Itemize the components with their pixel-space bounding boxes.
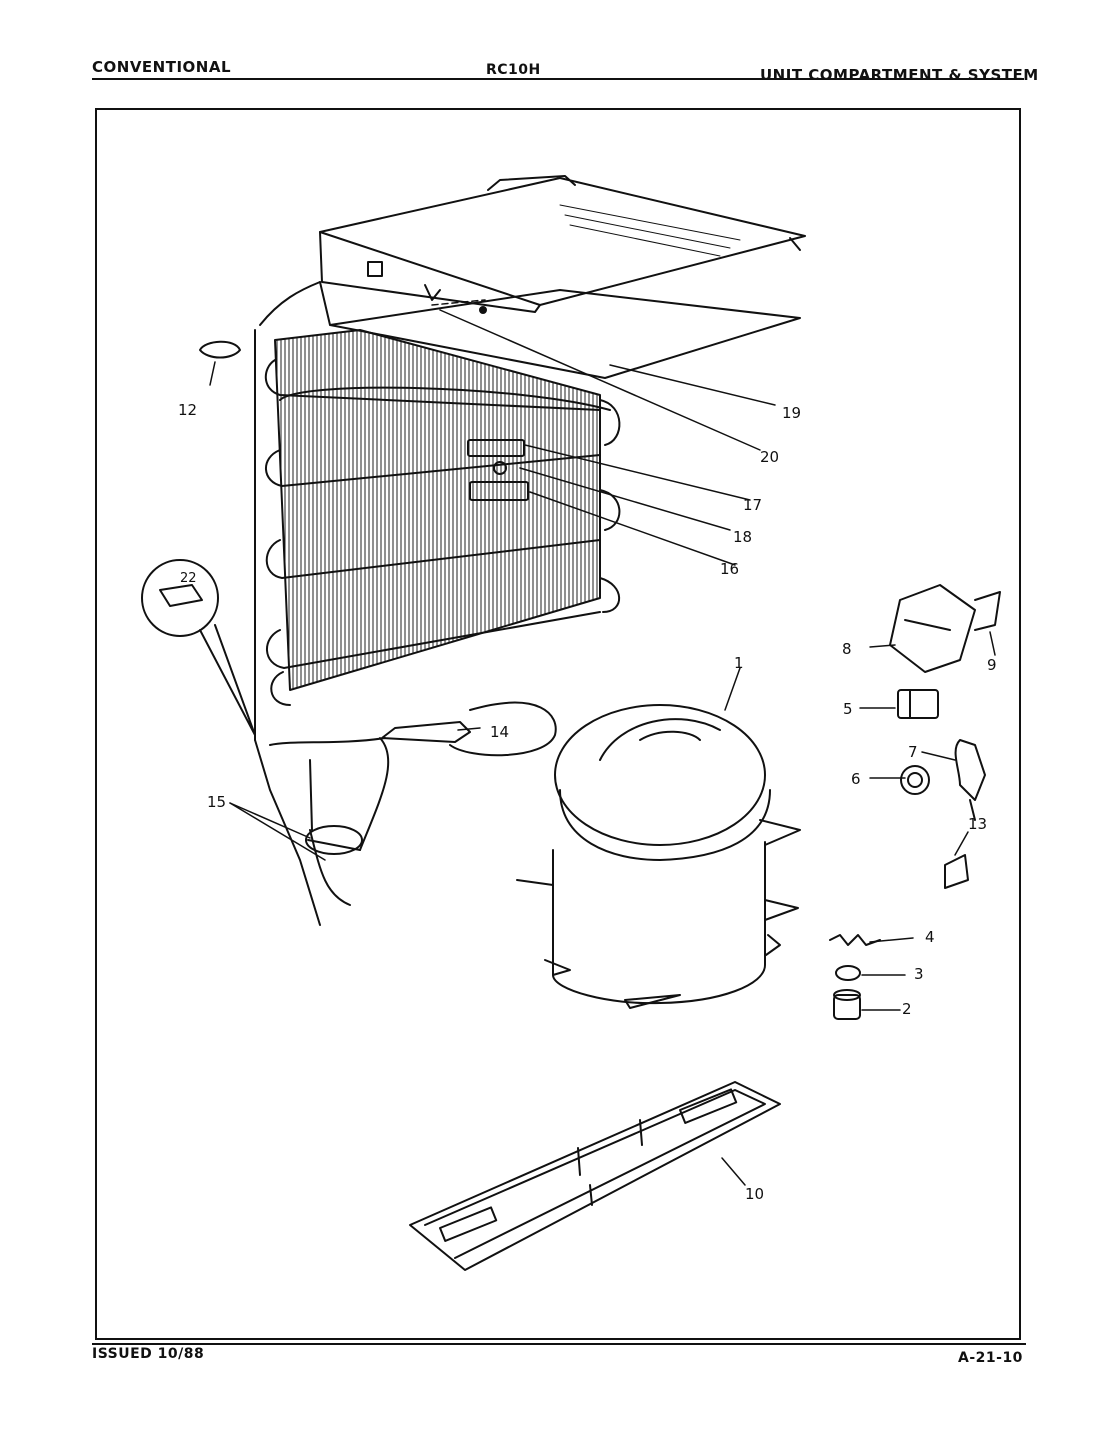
base-pan-item-10 [409, 1081, 781, 1271]
clamp-item-15 [305, 825, 363, 855]
callout-16: 16 [720, 560, 739, 578]
callout-5: 5 [843, 700, 853, 718]
callout-19: 19 [782, 404, 801, 422]
callout-20: 20 [760, 448, 779, 466]
footer-rule [92, 1343, 1026, 1345]
bracket-item-13 [944, 854, 969, 889]
footer-page-code: A-21-10 [958, 1350, 1023, 1366]
grommet-item-12 [199, 340, 241, 359]
callout-8: 8 [842, 640, 852, 658]
callout-12: 12 [178, 401, 197, 419]
drier-and-lines [254, 701, 557, 926]
callout-18: 18 [733, 528, 752, 546]
callout-7: 7 [908, 743, 918, 761]
header-model-number: RC10H [486, 62, 541, 78]
callout-2: 2 [902, 1000, 912, 1018]
header-rule [92, 78, 1024, 80]
grommet-item-2 [833, 989, 861, 1020]
compressor [516, 704, 801, 1009]
clip-item-7 [954, 739, 986, 821]
callout-13: 13 [968, 815, 987, 833]
bracket-parts [467, 439, 529, 501]
footer-issued: ISSUED 10/88 [92, 1346, 205, 1362]
overload-item-6 [900, 765, 930, 795]
header-left-title: CONVENTIONAL [92, 58, 232, 76]
callout-3: 3 [914, 965, 924, 983]
callout-22: 22 [180, 571, 197, 586]
spring-clip-item-4 [829, 934, 881, 946]
relay-cover-item-8 [889, 584, 1001, 673]
grommet-item-3 [835, 965, 861, 981]
callout-17: 17 [743, 496, 762, 514]
callout-9: 9 [987, 656, 997, 674]
relay-item-5 [897, 689, 939, 719]
leader-lines [209, 309, 996, 1186]
callout-15: 15 [207, 793, 226, 811]
callout-1: 1 [734, 654, 744, 672]
callout-14: 14 [490, 723, 509, 741]
condenser-coil [254, 281, 621, 741]
cabinet-top-assembly [319, 175, 806, 379]
inset-callout-item-22 [141, 559, 256, 736]
callout-4: 4 [925, 928, 935, 946]
callout-10: 10 [745, 1185, 764, 1203]
diagram-frame [95, 108, 1021, 1340]
callout-6: 6 [851, 770, 861, 788]
